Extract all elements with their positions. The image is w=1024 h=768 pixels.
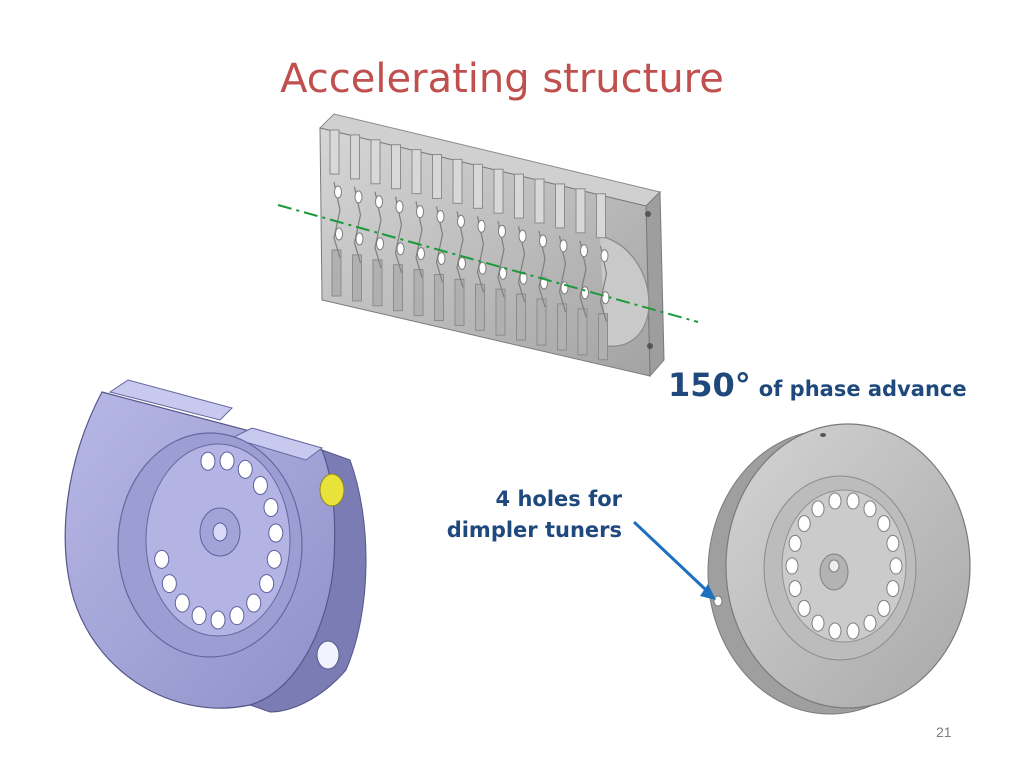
phase-text: of phase advance [758, 377, 967, 401]
phase-value: 150° [668, 366, 751, 404]
page-number: 21 [936, 724, 952, 740]
blue-cell-cad [64, 379, 367, 713]
structure-half-cad [277, 113, 699, 378]
tuner-holes-line-2: dimpler tuners [446, 518, 622, 542]
tuner-holes-line-1: 4 holes for [495, 487, 622, 511]
phase-advance-caption: 150° of phase advance [668, 366, 967, 404]
gray-disk-cad [707, 423, 971, 715]
slide-title: Accelerating structure [280, 56, 724, 102]
tuner-holes-caption: 4 holes for dimpler tuners [430, 484, 622, 546]
tuner-arrow [632, 520, 716, 600]
